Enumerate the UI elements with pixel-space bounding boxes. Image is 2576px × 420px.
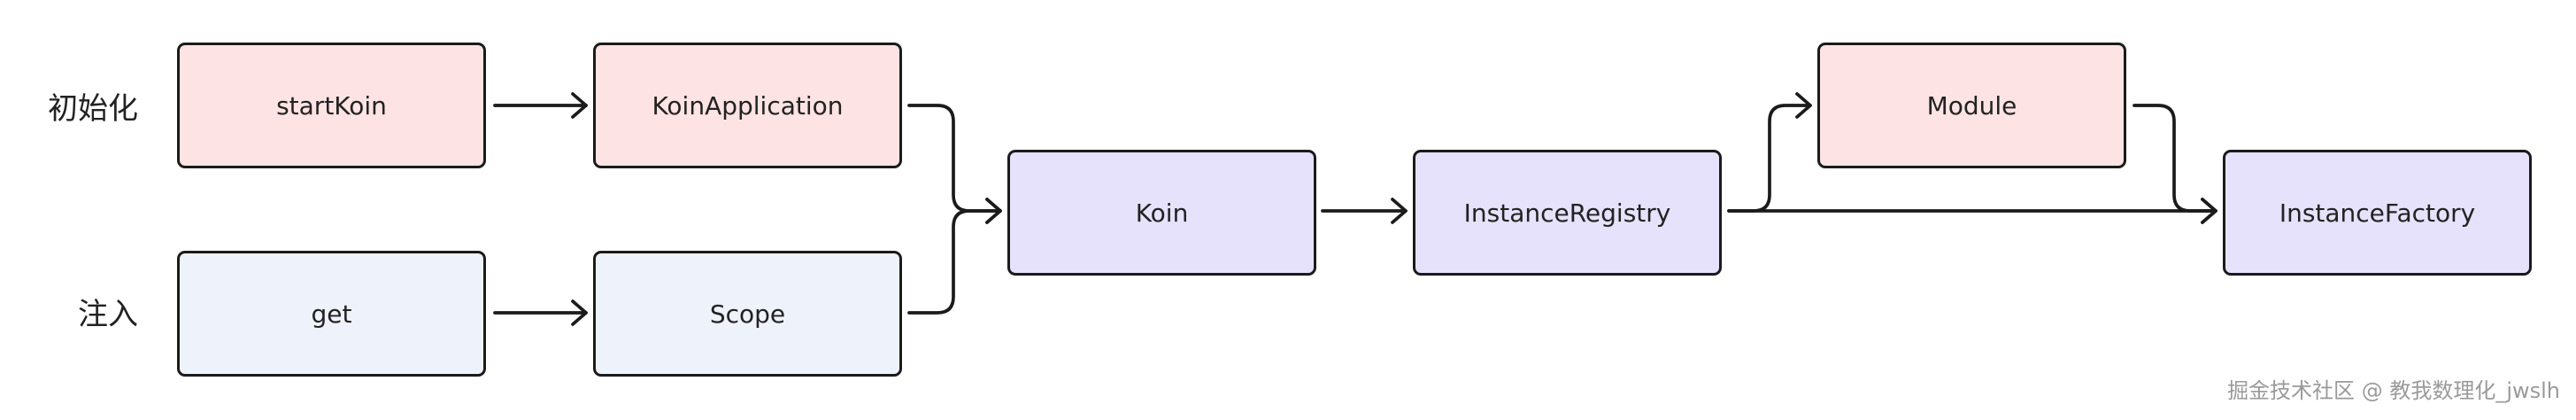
node-instancefactory-label: InstanceFactory	[2279, 198, 2476, 228]
row-label-inject: 注入	[78, 297, 138, 332]
watermark: 掘金技术社区 @ 教我数理化_jwslh	[2227, 378, 2560, 403]
node-get-label: get	[311, 299, 352, 329]
node-instanceregistry: InstanceRegistry	[1413, 150, 1722, 276]
node-scope: Scope	[593, 251, 902, 377]
node-get: get	[177, 251, 486, 377]
edge-koinapplication-to-koin	[907, 104, 1002, 224]
row-label-init: 初始化	[48, 91, 138, 127]
node-koinapplication: KoinApplication	[593, 43, 902, 168]
node-startkoin-label: startKoin	[276, 90, 387, 121]
node-module-label: Module	[1926, 90, 2017, 121]
edge-module-to-instancefactory	[2133, 104, 2217, 224]
node-instancefactory: InstanceFactory	[2223, 150, 2532, 276]
edge-instanceregistry-to-module	[1727, 92, 1812, 213]
node-koin-label: Koin	[1135, 198, 1189, 228]
edge-scope-to-koin	[907, 198, 1002, 315]
node-koinapplication-label: KoinApplication	[652, 90, 844, 121]
node-koin: Koin	[1007, 150, 1316, 276]
node-instanceregistry-label: InstanceRegistry	[1463, 198, 1671, 228]
node-startkoin: startKoin	[177, 43, 486, 168]
node-module: Module	[1817, 43, 2126, 168]
node-scope-label: Scope	[709, 299, 786, 329]
